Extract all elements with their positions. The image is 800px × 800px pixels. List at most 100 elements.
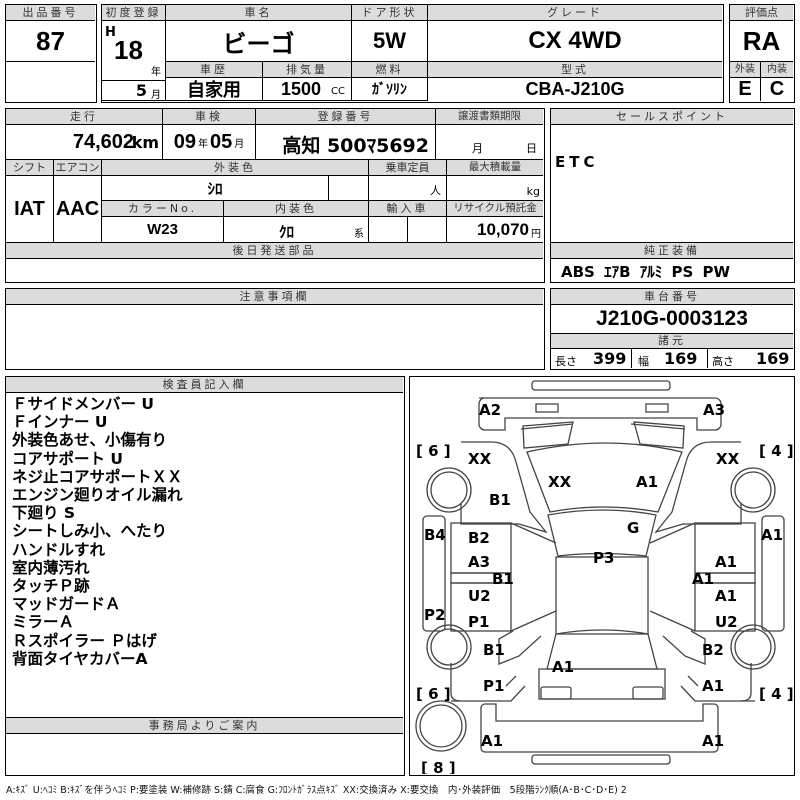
lot-number-box: 出品番号 87 (5, 4, 97, 103)
car-diagram-box: [ 6 ] [ 4 ] [ 6 ] [ 4 ] [ 8 ] A2 A3 XX X… (409, 376, 795, 776)
spec-height: 高さ 169 (708, 349, 793, 368)
displacement-number: 1500 (281, 79, 322, 99)
damage-left-front-door-upper: B2 (468, 529, 490, 547)
score-value: RA (730, 21, 793, 62)
color-no-label: カラーNo. (102, 201, 224, 217)
history-value: 自家用 (166, 78, 263, 101)
notes-value (6, 305, 543, 368)
spec-length: 長さ 399 (551, 349, 632, 368)
inspector-line: Ｆサイドメンバー U (12, 395, 154, 413)
damage-right-front-door-upper: A1 (715, 553, 737, 571)
damage-windshield: G (627, 519, 639, 537)
year-unit: 年 (151, 67, 161, 78)
inspector-line: ネジ止コアサポートＸＸ (12, 467, 183, 486)
imported-label: 輸入車 (369, 201, 447, 217)
office-label: 事務局よりご案内 (6, 718, 403, 734)
details-box: 走行 74,602 km 車検 09 年 05 月 登録番号 高知 500ﾏ56… (5, 108, 545, 283)
damage-hood-right: A1 (636, 473, 658, 491)
damage-left-sill: B4 (424, 526, 446, 544)
specs-label: 諸元 (551, 334, 793, 349)
shift-label: シフト (6, 160, 54, 176)
damage-left-step: P2 (424, 606, 445, 624)
car-diagram: [ 6 ] [ 4 ] [ 6 ] [ 4 ] [ 8 ] A2 A3 XX X… (415, 380, 793, 774)
damage-hood-left: XX (548, 473, 572, 491)
inspector-line: 下廻り S (12, 504, 76, 523)
spec-height-value: 169 (756, 349, 790, 368)
recycle-label: リサイクル預託金 (447, 201, 543, 217)
inspector-line: Ｒスポイラー Ｐはげ (12, 631, 157, 650)
deadline-day-unit: 日 (526, 142, 537, 155)
tire-mark-rear-right: [ 4 ] (759, 685, 793, 703)
grade-value: CX 4WD (428, 21, 722, 62)
max-load-value: kg (447, 176, 543, 201)
sales-points-label: セールスポイント (551, 109, 793, 125)
damage-front-bumper-left: A2 (479, 401, 501, 419)
damage-right-rear-door-upper: A1 (715, 587, 737, 605)
inspector-line: 背面タイヤカバーA (12, 649, 148, 668)
tire-mark-spare: [ 8 ] (421, 759, 456, 774)
grade-label: グレード (428, 5, 722, 21)
damage-right-rear-door-lower: U2 (715, 613, 738, 631)
spec-length-label: 長さ (555, 355, 577, 368)
damage-roof: P3 (593, 549, 614, 567)
max-load-label: 最大積載量 (447, 160, 543, 176)
inspector-line: Ｆインナー U (12, 413, 108, 432)
inspector-line: エンジン廻りオイル漏れ (12, 486, 183, 505)
spec-height-label: 高さ (712, 355, 734, 368)
damage-left-pillar: B1 (492, 570, 514, 588)
later-parts-value (6, 259, 543, 281)
inspector-line: マッドガードＡ (12, 595, 121, 614)
int-color-text: ｸﾛ (279, 223, 295, 241)
inspector-line: シートしみ小、へたり (12, 522, 168, 541)
equipment-label: 純正装備 (551, 243, 793, 259)
spec-length-value: 399 (593, 349, 627, 368)
first-reg-label: 初度登録 (102, 5, 166, 21)
mileage-unit: km (131, 133, 159, 152)
inspector-line: ミラーＡ (12, 613, 75, 632)
transfer-deadline-label: 譲渡書類期限 (436, 109, 543, 125)
spec-width: 幅 169 (632, 349, 708, 368)
recycle-unit: 円 (531, 229, 541, 240)
registration-label: 登録番号 (256, 109, 436, 125)
damage-back-door: A1 (552, 658, 574, 676)
recycle-amount: 10,070 (477, 220, 529, 239)
inspector-line: 室内薄汚れ (12, 558, 90, 577)
inspector-line: 外装色あせ、小傷有り (12, 431, 168, 450)
damage-legend: A:ｷｽﾞ U:ﾍｺﾐ B:ｷｽﾞを伴うﾍｺﾐ P:要塗装 W:補修跡 S:錆 … (6, 785, 627, 796)
inspector-line: タッチＰ跡 (12, 577, 90, 596)
score-label: 評価点 (730, 5, 793, 21)
int-color-label: 内装色 (224, 201, 369, 217)
tire-mark-front-left: [ 6 ] (416, 442, 451, 460)
equipment-text: ABS ｴｱB ｱﾙﾐ PS PW (561, 263, 731, 281)
inspection-month-unit: 月 (234, 138, 245, 150)
first-reg-year: H 18 年 (102, 21, 166, 81)
inspector-box: 検査員記入欄 Ｆサイドメンバー U Ｆインナー U 外装色あせ、小傷有り コアサ… (5, 376, 405, 776)
sales-points-value: ETC (551, 125, 793, 243)
ext-color-label: 外装色 (102, 160, 369, 176)
ext-color-extra (329, 176, 369, 201)
history-label: 車歴 (166, 62, 263, 78)
damage-left-rear-fender: B1 (483, 641, 505, 659)
later-parts-label: 後日発送部品 (6, 243, 543, 259)
transfer-deadline-value: 月 日 (436, 125, 543, 160)
damage-left-front-fender: XX (468, 450, 492, 468)
exterior-grade-value: E (730, 78, 761, 101)
imported-box-2 (408, 217, 447, 243)
max-load-unit: kg (526, 185, 540, 198)
chassis-box: 車台番号 J210G-0003123 諸元 長さ 399 幅 169 高さ 16… (550, 288, 795, 370)
vehicle-header-box: 初度登録 H 18 年 5 月 車名 ビーゴ ドア形状 5W グレード CX 4… (101, 4, 724, 103)
inspector-notes: Ｆサイドメンバー U Ｆインナー U 外装色あせ、小傷有り コアサポート U ネ… (6, 393, 403, 718)
damage-right-quarter: A1 (702, 677, 724, 695)
notes-label: 注意事項欄 (6, 289, 543, 305)
inspection-year: 09 (173, 130, 196, 153)
door-label: ドア形状 (352, 5, 428, 21)
int-color-suffix: 系 (354, 229, 364, 240)
ext-color-value: ｼﾛ (102, 176, 329, 201)
inspection-label: 車検 (163, 109, 256, 125)
year-value: 18 (114, 35, 143, 65)
lot-number-blank (6, 62, 95, 101)
deadline-month-unit: 月 (472, 142, 483, 155)
damage-left-rear-door-lower: P1 (468, 613, 489, 631)
displacement-unit: CC (331, 86, 345, 97)
color-no-value: W23 (102, 217, 224, 243)
